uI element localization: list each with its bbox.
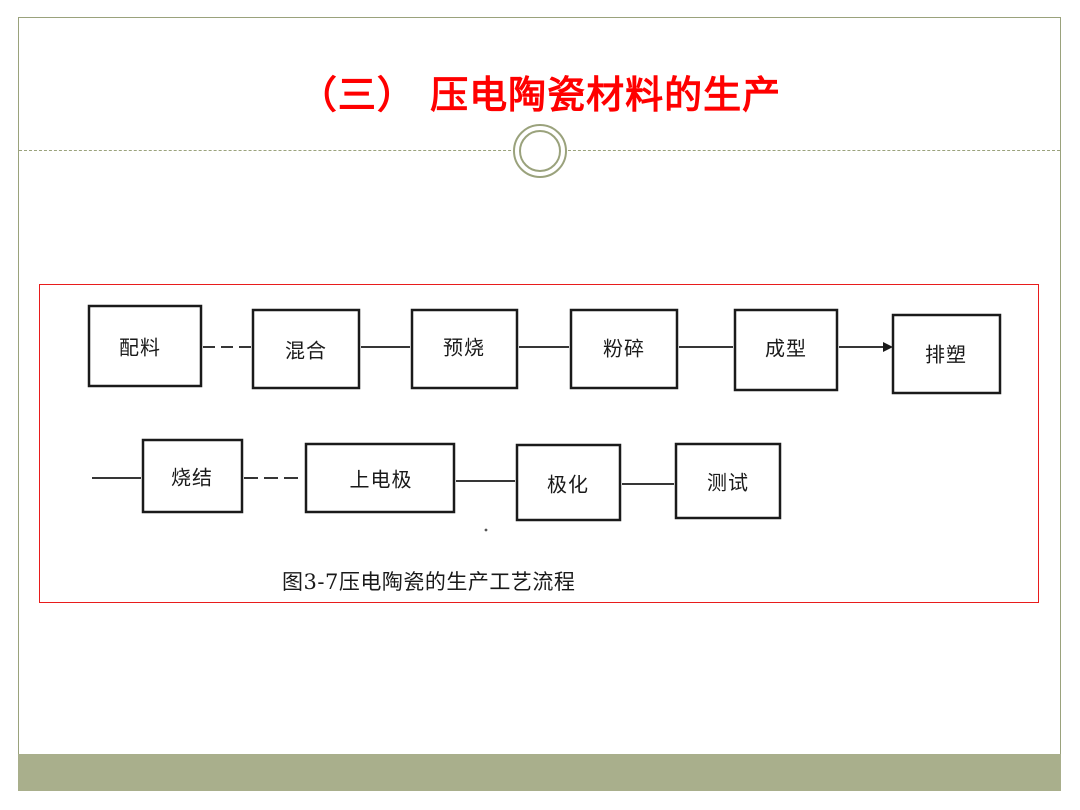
step-box-yushao xyxy=(410,308,519,390)
arrow-head xyxy=(883,342,893,352)
step-box-peiliao xyxy=(87,304,203,388)
step-label-jihua: 极化 xyxy=(547,472,589,497)
step-label-paisu: 排塑 xyxy=(925,342,967,367)
step-label-peiliao: 配料 xyxy=(119,335,161,360)
step-label-chengxing: 成型 xyxy=(765,336,807,361)
step-label-fensui: 粉碎 xyxy=(603,336,645,361)
footer-band xyxy=(18,754,1061,791)
circle-ornament-icon xyxy=(513,124,567,178)
stray-dot xyxy=(484,528,488,532)
step-box-shaojie xyxy=(141,438,244,514)
step-label-hunhe: 混合 xyxy=(285,338,327,363)
step-box-paisu xyxy=(891,313,1002,395)
step-box-jihua xyxy=(515,443,622,522)
step-box-shangdianji xyxy=(304,442,456,514)
step-box-ceshi xyxy=(674,442,782,520)
step-label-yushao: 预烧 xyxy=(443,335,485,360)
diagram-frame xyxy=(39,284,1039,603)
step-box-fensui xyxy=(569,308,679,390)
step-label-ceshi: 测试 xyxy=(707,470,749,495)
slide-title: （三） 压电陶瓷材料的生产 xyxy=(298,72,782,117)
step-label-shaojie: 烧结 xyxy=(171,465,213,490)
step-box-hunhe xyxy=(251,308,361,390)
step-box-chengxing xyxy=(733,308,839,392)
figure-caption: 图3-7压电陶瓷的生产工艺流程 xyxy=(282,570,576,594)
step-label-shangdianji: 上电极 xyxy=(349,467,413,492)
